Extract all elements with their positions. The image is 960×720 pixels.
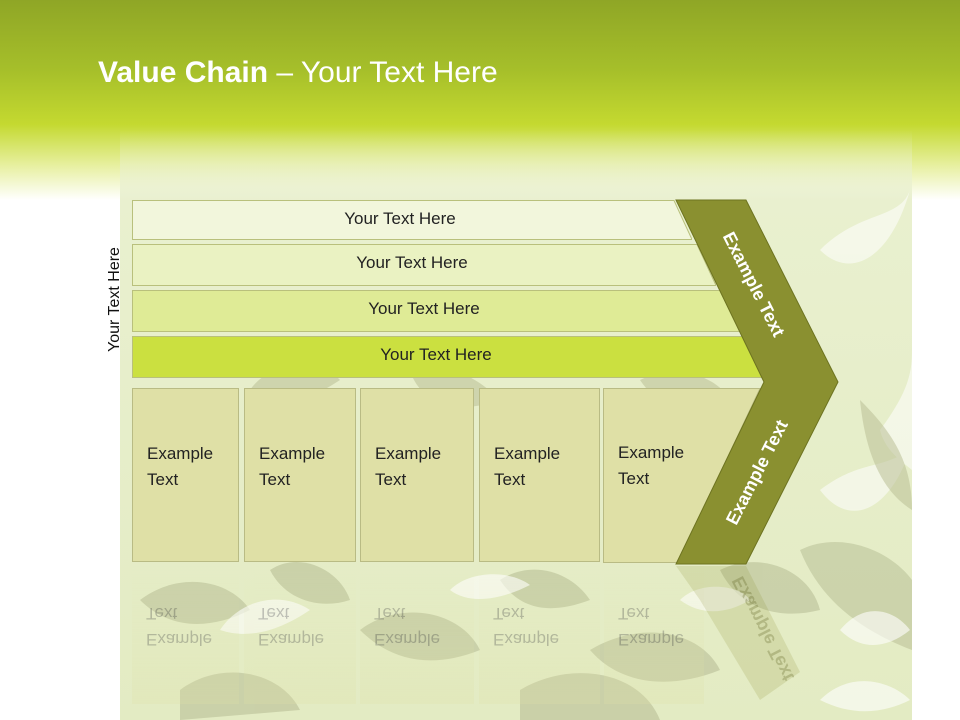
activity-box-5-line1: Example	[618, 443, 685, 462]
slide-title-bold: Value Chain	[98, 56, 269, 89]
activity-box-1: Example Text	[132, 388, 239, 562]
bar-2: Your Text Here	[132, 244, 716, 286]
activity-box-1-line1: Example	[147, 444, 214, 463]
slide-title: Value Chain – Your Text Here	[98, 56, 498, 90]
activity-box-5: Example Text	[603, 388, 703, 562]
activity-box-4-line2: Text	[494, 470, 526, 489]
activity-box-4: Example Text	[479, 388, 600, 562]
bar-2-label: Your Text Here	[356, 253, 468, 272]
activity-box-5-line2: Text	[618, 469, 650, 488]
activity-box-2: Example Text	[244, 388, 356, 562]
activity-box-3-line2: Text	[375, 470, 407, 489]
activity-box-3: Example Text	[360, 388, 474, 562]
activity-box-4-line1: Example	[494, 444, 561, 463]
bar-4-label: Your Text Here	[380, 345, 492, 364]
bar-4-shape	[132, 336, 764, 378]
bar-3: Your Text Here	[132, 290, 740, 332]
bar-2-shape	[132, 244, 716, 286]
activity-box-1-line2: Text	[147, 470, 179, 489]
activity-box-2-line1: Example	[259, 444, 326, 463]
bar-1: Your Text Here	[132, 200, 692, 240]
bar-4: Your Text Here	[132, 336, 764, 378]
bar-1-shape	[132, 200, 692, 240]
bar-1-label: Your Text Here	[344, 209, 456, 228]
bar-3-shape	[132, 290, 740, 332]
bar-3-label: Your Text Here	[368, 299, 480, 318]
slide-title-rest: – Your Text Here	[268, 56, 498, 89]
activity-box-2-line2: Text	[259, 470, 291, 489]
activity-box-3-line1: Example	[375, 444, 442, 463]
